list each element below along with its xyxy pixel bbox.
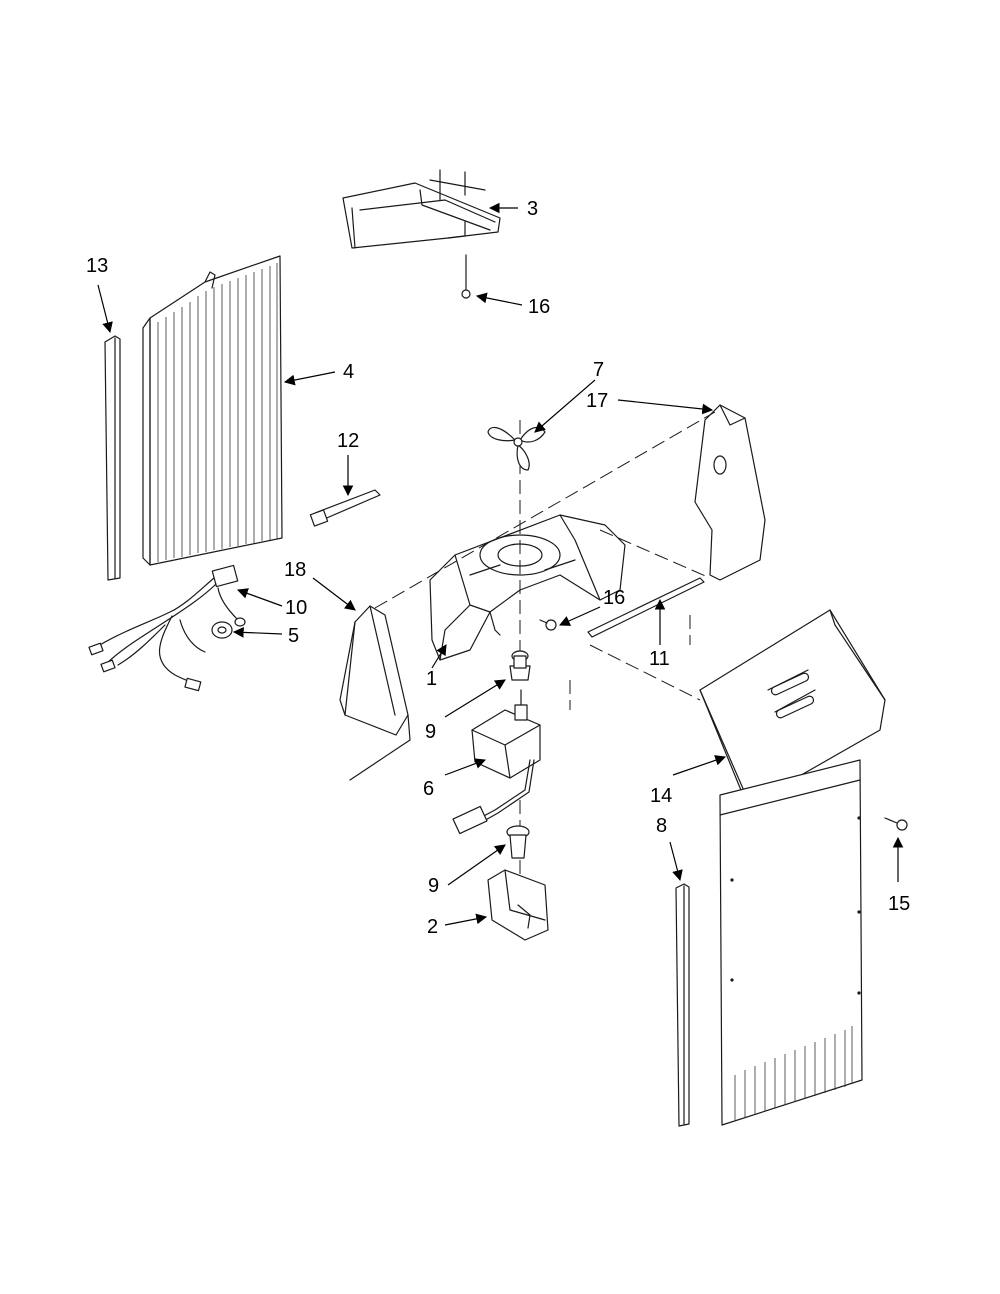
part-2-bracket [487, 869, 549, 941]
part-3-cover [342, 169, 501, 249]
part-9-grommet-upper [509, 650, 531, 681]
callout-4: 4 [343, 361, 354, 383]
callout-15: 15 [888, 893, 910, 915]
part-12-thermistor [309, 489, 381, 527]
callout-2: 2 [427, 916, 438, 938]
callout-11: 11 [649, 648, 670, 670]
callout-6: 6 [423, 778, 434, 800]
part-11-rod [587, 577, 705, 638]
part-7-fan-blade [487, 426, 546, 471]
part-16-screw-middle [539, 619, 557, 631]
callout-9-upper: 9 [425, 721, 436, 743]
part-16-screw-top [461, 254, 471, 299]
callout-1: 1 [426, 668, 437, 690]
part-rear-panel [719, 759, 863, 1126]
part-9-grommet-lower [506, 825, 530, 859]
part-4-panel [142, 255, 283, 566]
part-15-screw [884, 817, 908, 831]
part-17-side [694, 404, 766, 581]
callout-10: 10 [285, 597, 307, 619]
callout-16-top: 16 [528, 296, 550, 318]
part-1-housing [429, 514, 626, 661]
part-18-side [339, 605, 411, 781]
part-13-strip [104, 335, 121, 581]
callout-7: 7 [593, 359, 604, 381]
part-6-motor [452, 689, 541, 835]
part-5-grommet [211, 621, 233, 639]
callout-18: 18 [284, 559, 306, 581]
callout-5: 5 [288, 625, 299, 647]
callout-13: 13 [86, 255, 108, 277]
callout-12: 12 [337, 430, 359, 452]
callout-14: 14 [650, 785, 672, 807]
callout-17: 17 [586, 390, 608, 412]
callout-labels: 3 16 13 4 12 7 17 18 10 5 16 11 1 9 6 14… [86, 198, 910, 938]
callout-16-middle: 16 [603, 587, 625, 609]
callout-leaders [97, 202, 904, 926]
part-10-harness [88, 564, 246, 692]
callout-3: 3 [527, 198, 538, 220]
part-8-strip [675, 883, 690, 1127]
callout-8: 8 [656, 815, 667, 837]
part-14-cover [699, 609, 886, 801]
callout-9-lower: 9 [428, 875, 439, 897]
